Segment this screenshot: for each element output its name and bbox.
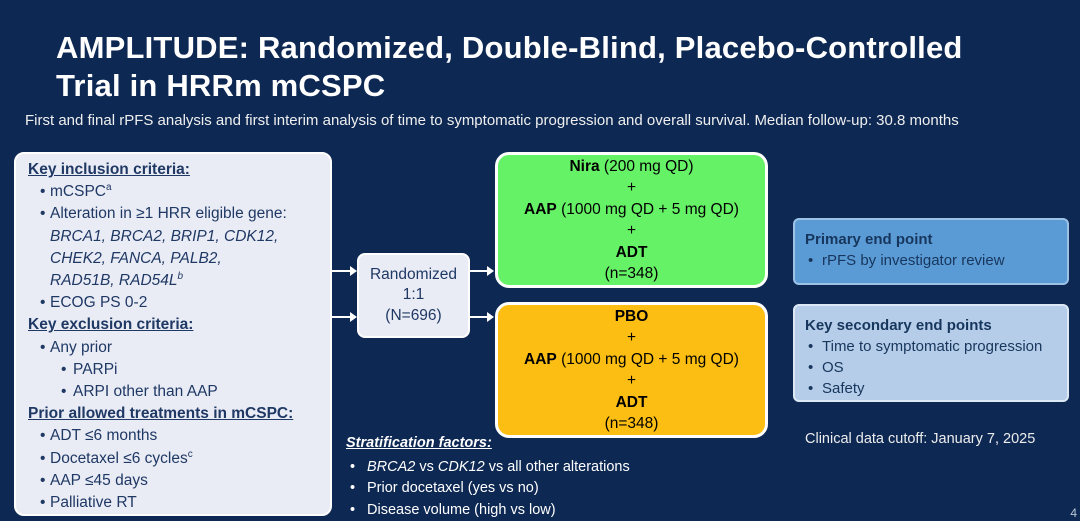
nira-arm-plus2: + [626, 222, 637, 239]
stratification-section: Stratification factors: BRCA2 vs CDK12 v… [346, 433, 796, 520]
pbo-arm-line1: PBO [498, 306, 765, 328]
prior-item-docetaxel-text: Docetaxel ≤6 cycles [50, 449, 188, 467]
stratification-rest: vs all other alterations [484, 458, 630, 475]
secondary-endpoint-item-safety: Safety [805, 378, 1059, 399]
nira-drug-name: Nira [569, 157, 600, 175]
stratification-vs: vs [415, 458, 438, 475]
prior-item-adt: ADT ≤6 months [28, 425, 324, 447]
nira-arm-n: (n=348) [604, 265, 659, 282]
data-cutoff-note: Clinical data cutoff: January 7, 2025 [805, 431, 1036, 447]
stratification-gene-cdk12: CDK12 [437, 458, 485, 475]
primary-endpoint-item: rPFS by investigator review [805, 250, 1059, 271]
slide-subtitle: First and final rPFS analysis and first … [25, 112, 959, 129]
pbo-arm-line3: ADT [498, 392, 765, 414]
exclusion-item-any-prior: Any prior [28, 337, 324, 359]
primary-endpoint-header: Primary end point [805, 231, 933, 248]
page-number: 4 [1070, 506, 1077, 520]
nira-arm-plus1: + [626, 179, 637, 196]
secondary-endpoints-header: Key secondary end points [805, 317, 992, 334]
slide-title: AMPLITUDE: Randomized, Double-Blind, Pla… [56, 29, 963, 104]
stratification-factor-docetaxel: Prior docetaxel (yes vs no) [346, 478, 796, 499]
exclusion-criteria-header: Key exclusion criteria: [28, 316, 194, 334]
pbo-arm-plus1: + [626, 329, 637, 346]
primary-endpoint-box: Primary end point rPFS by investigator r… [793, 218, 1069, 285]
inclusion-criteria-header: Key inclusion criteria: [28, 161, 190, 178]
stratification-gene-brca2: BRCA2 [367, 458, 416, 475]
pbo-aap-dose: (1000 mg QD + 5 mg QD) [556, 350, 739, 368]
nira-drug-dose: (200 mg QD) [599, 157, 694, 175]
randomization-box: Randomized 1:1 (N=696) [357, 253, 470, 338]
pbo-arm-line2: AAP (1000 mg QD + 5 mg QD) [498, 349, 765, 371]
nira-arm-line1: Nira (200 mg QD) [498, 156, 765, 178]
nira-aap-name: AAP [524, 200, 557, 218]
gene-list-text: BRCA1, BRCA2, BRIP1, CDK12, CHEK2, FANCA… [50, 227, 279, 290]
prior-allowed-header: Prior allowed treatments in mCSPC: [28, 405, 294, 423]
nira-arm-box: Nira (200 mg QD) + AAP (1000 mg QD + 5 m… [495, 152, 768, 288]
stratification-factor-alterations: BRCA2 vs CDK12 vs all other alterations [346, 457, 796, 478]
inclusion-item-mcspc-text: mCSPC [50, 183, 106, 201]
stratification-factor-volume: Disease volume (high vs low) [346, 500, 796, 521]
arrow-randomization-to-pbo-arm [470, 312, 494, 322]
footnote-marker-a: a [105, 182, 112, 194]
arrow-randomization-to-nira-arm [470, 266, 494, 276]
pbo-drug-name: PBO [614, 307, 649, 325]
criteria-panel: Key inclusion criteria: mCSPCa Alteratio… [14, 152, 332, 516]
pbo-aap-name: AAP [524, 350, 557, 368]
randomization-line1: Randomized [369, 265, 458, 283]
prior-item-docetaxel: Docetaxel ≤6 cyclesc [28, 448, 324, 470]
footnote-marker-c: c [187, 448, 193, 460]
secondary-endpoint-item-progression: Time to symptomatic progression [805, 336, 1059, 357]
pbo-arm-plus2: + [626, 372, 637, 389]
inclusion-item-alteration: Alteration in ≥1 HRR eligible gene: BRCA… [28, 203, 324, 292]
inclusion-item-mcspc: mCSPCa [28, 181, 324, 203]
prior-item-rt: Palliative RT [28, 492, 324, 514]
inclusion-item-ecog: ECOG PS 0-2 [28, 292, 324, 314]
arrow-criteria-to-randomization-bottom [330, 312, 357, 322]
pbo-adt-name: ADT [615, 393, 648, 411]
footnote-marker-b: b [177, 270, 184, 282]
nira-aap-dose: (1000 mg QD + 5 mg QD) [556, 200, 739, 218]
prior-item-aap: AAP ≤45 days [28, 470, 324, 492]
inclusion-item-alteration-text: Alteration in ≥1 HRR eligible gene: [50, 205, 287, 223]
pbo-arm-n: (n=348) [604, 415, 659, 432]
exclusion-subitem-parpi: PARPi [28, 359, 324, 381]
pbo-arm-box: PBO + AAP (1000 mg QD + 5 mg QD) + ADT (… [495, 302, 768, 438]
nira-adt-name: ADT [615, 243, 648, 261]
secondary-endpoints-box: Key secondary end points Time to symptom… [793, 304, 1069, 402]
exclusion-subitem-arpi: ARPI other than AAP [28, 381, 324, 403]
randomization-line2: 1:1 [402, 286, 425, 304]
arrow-criteria-to-randomization-top [330, 266, 357, 276]
gene-list: BRCA1, BRCA2, BRIP1, CDK12, CHEK2, FANCA… [50, 226, 290, 293]
randomization-line3: (N=696) [385, 306, 442, 324]
nira-arm-line2: AAP (1000 mg QD + 5 mg QD) [498, 199, 765, 221]
secondary-endpoint-item-os: OS [805, 357, 1059, 378]
nira-arm-line3: ADT [498, 242, 765, 264]
stratification-header: Stratification factors: [346, 435, 492, 451]
